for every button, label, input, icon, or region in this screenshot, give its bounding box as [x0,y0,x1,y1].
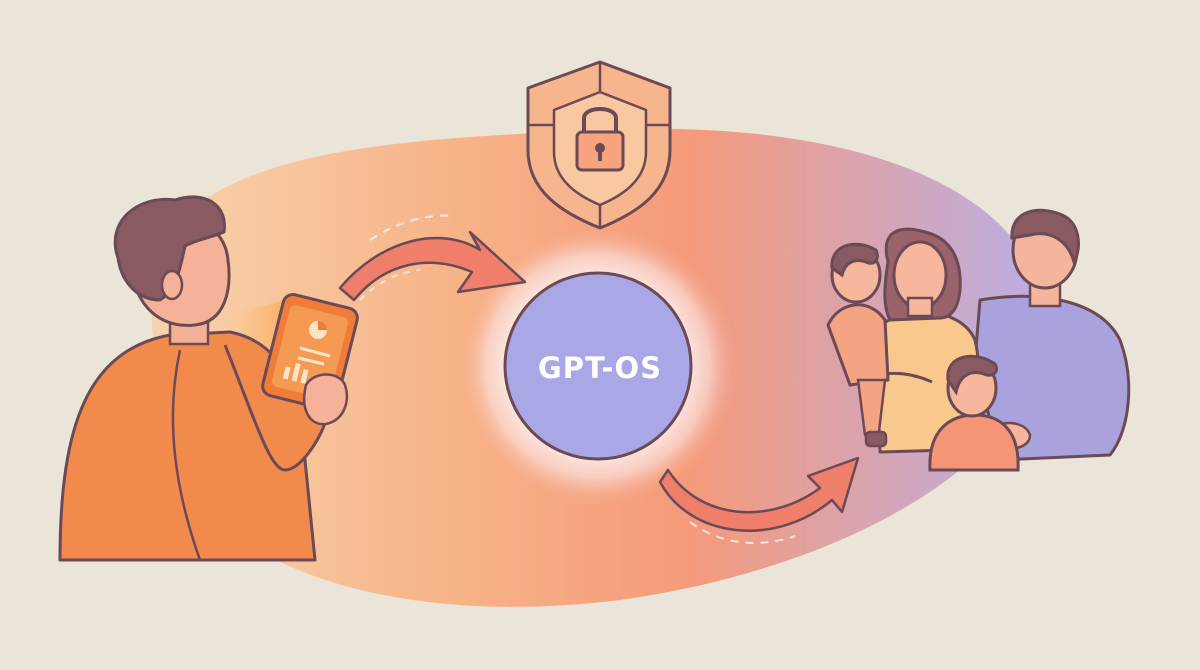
hub-label: GPT-OS [537,351,663,385]
family-group [826,208,1131,472]
arrow-to-family [658,456,860,544]
shield-lock-icon [526,60,672,230]
person-hair [113,195,226,302]
hand [303,373,349,426]
arrow-to-hub [338,214,527,302]
person-with-phone [58,195,359,562]
hub-circle [503,271,693,461]
padlock-icon [575,107,625,172]
